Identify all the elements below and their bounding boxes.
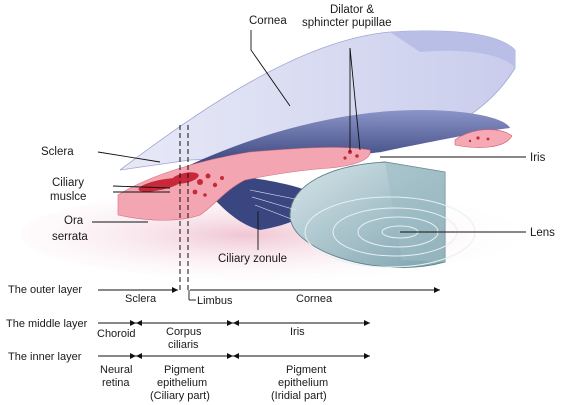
- outer-seg-cornea: Cornea: [296, 293, 333, 305]
- inner-seg-pig1-1: Pigment: [164, 364, 204, 376]
- middle-layer-label: The middle layer: [6, 318, 88, 330]
- middle-seg-iris: Iris: [290, 326, 305, 338]
- inner-layer-row: The inner layer Neural retina Pigment ep…: [8, 351, 370, 402]
- outer-layer-label: The outer layer: [8, 284, 82, 296]
- middle-seg-corpus-1: Corpus: [166, 326, 202, 338]
- outer-seg-sclera: Sclera: [125, 293, 157, 305]
- label-dilator-1: Dilator &: [330, 4, 374, 16]
- label-ciliary-muscle-1: Ciliary: [52, 177, 84, 189]
- zonule-fibers: [249, 189, 301, 221]
- label-sclera: Sclera: [41, 146, 74, 158]
- inner-seg-pig1-2: epithelium: [157, 377, 207, 389]
- label-ciliary-muscle-2: muslce: [50, 191, 86, 203]
- middle-seg-choroid: Choroid: [97, 328, 136, 340]
- inner-seg-pig2-2: epithelium: [278, 377, 328, 389]
- label-ciliary-zonule: Ciliary zonule: [218, 253, 287, 265]
- label-cornea: Cornea: [249, 15, 287, 27]
- label-iris: Iris: [530, 152, 546, 164]
- cornea-edge: [390, 30, 515, 68]
- leader-lines: [92, 30, 526, 250]
- label-lens: Lens: [530, 227, 555, 239]
- ciliary-muscle-fibers: [138, 150, 359, 197]
- inner-seg-pig2-1: Pigment: [286, 364, 326, 376]
- inner-seg-pig2-3: (Iridial part): [271, 390, 327, 402]
- lens-cut-face: [385, 162, 445, 262]
- label-ora-1: Ora: [64, 215, 84, 227]
- label-ora-2: serrata: [52, 231, 88, 243]
- inner-seg-pig1-3: (Ciliary part): [150, 390, 210, 402]
- middle-seg-corpus-2: ciliaris: [168, 339, 199, 351]
- inner-seg-neural-1: Neural: [100, 364, 132, 376]
- middle-layer-row: The middle layer Choroid Corpus ciliaris…: [6, 318, 370, 351]
- label-dilator-2: sphincter pupillae: [302, 17, 392, 29]
- outer-layer-row: The outer layer Sclera Limbus Cornea: [8, 284, 440, 307]
- iris-tip: [454, 129, 513, 148]
- outer-seg-limbus: Limbus: [197, 295, 233, 307]
- inner-seg-neural-2: retina: [102, 377, 130, 389]
- inner-layer-label: The inner layer: [8, 351, 82, 363]
- ciliary-body: [117, 147, 371, 221]
